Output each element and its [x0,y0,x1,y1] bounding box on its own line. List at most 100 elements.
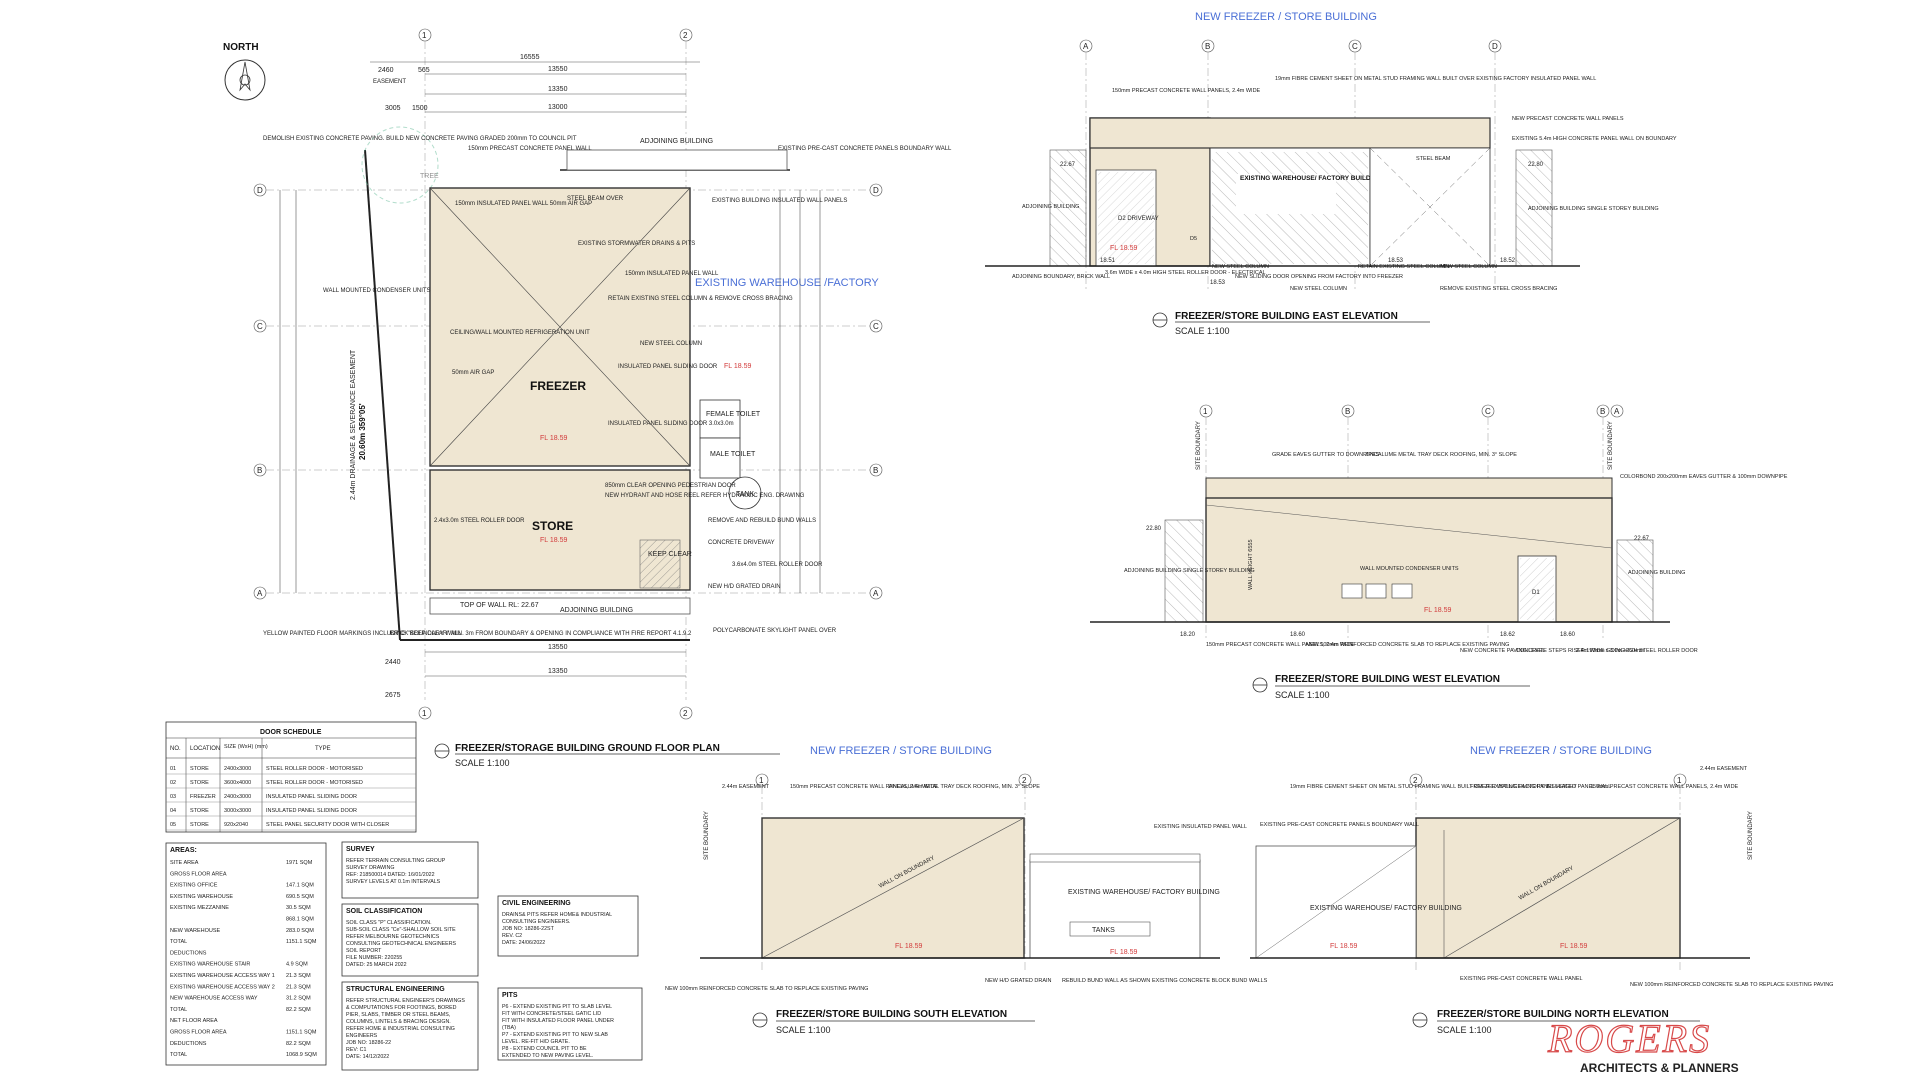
svg-text:D: D [1492,42,1498,51]
svg-text:1: 1 [422,709,427,718]
structural-box: STRUCTURAL ENGINEERING REFER STRUCTURAL … [341,981,479,1071]
svg-text:150mm PRECAST CONCRETE PANEL W: 150mm PRECAST CONCRETE PANEL WALL [468,146,592,152]
svg-text:B: B [873,466,878,475]
svg-text:TANKS: TANKS [1092,927,1115,934]
info-line: REFER MELBOURNE GEOTECHNICS [346,934,440,940]
svg-text:ADJOINING BUILDING SINGLE STOR: ADJOINING BUILDING SINGLE STOREY BUILDIN… [1528,206,1659,212]
svg-text:INSULATED PANEL SLIDING DOOR: INSULATED PANEL SLIDING DOOR [618,364,718,370]
svg-text:EXISTING PRE-CAST CONCRETE PAN: EXISTING PRE-CAST CONCRETE PANELS BOUNDA… [778,146,952,152]
svg-text:NEW 100mm REINFORCED CONCRETE: NEW 100mm REINFORCED CONCRETE SLAB TO RE… [1630,982,1833,988]
info-line: PIER, SLABS, TIMBER OR STEEL BEAMS, [346,1012,450,1018]
info-line: ENGINEERS [346,1033,378,1039]
svg-text:2: 2 [1413,776,1418,785]
svg-text:NEW STEEL COLUMN: NEW STEEL COLUMN [1440,264,1497,270]
svg-text:22.67: 22.67 [1634,536,1650,542]
area-label: TOTAL [170,939,187,945]
door-no: 03 [170,794,176,800]
area-value: 1151.1 SQM [286,939,317,945]
info-line: COLUMNS, LINTELS & BRACING DESIGN. [346,1019,451,1025]
svg-text:D5: D5 [1190,236,1197,242]
svg-text:B: B [1345,407,1350,416]
info-line: CONSULTING GEOTECHNICAL ENGINEERS [346,941,457,947]
info-line: SURVEY DRAWING [346,865,394,871]
area-value: 21.3 SQM [286,973,311,979]
door-no: 02 [170,780,176,786]
svg-text:SCALE 1:100: SCALE 1:100 [1175,326,1230,336]
svg-text:EXISTING BUILDING INSULATED WA: EXISTING BUILDING INSULATED WALL PANELS [712,198,847,204]
door-type: INSULATED PANEL SLIDING DOOR [266,794,357,800]
svg-text:POLYCARBONATE SKYLIGHT PANEL O: POLYCARBONATE SKYLIGHT PANEL OVER [713,628,837,634]
door-type: STEEL ROLLER DOOR - MOTORISED [266,780,363,786]
svg-text:TANK: TANK [736,491,754,498]
info-line: DRAINS& PITS REFER HOME& INDUSTRIAL [502,912,612,918]
area-label: SITE AREA [170,860,199,866]
svg-text:EXISTING WAREHOUSE/ FACTORY BU: EXISTING WAREHOUSE/ FACTORY BUILDING [1068,889,1220,896]
area-label: TOTAL [170,1052,187,1058]
plan-dims-top: 16555 13550 13350 13000 2460 565 1500 30… [370,54,700,113]
svg-text:NEW FREEZER / STORE BUILDING: NEW FREEZER / STORE BUILDING [1470,745,1652,757]
svg-text:PITS: PITS [502,992,518,999]
svg-text:FREEZER/STORE BUILDING WEST EL: FREEZER/STORE BUILDING WEST ELEVATION [1275,674,1500,685]
svg-text:22.80: 22.80 [1146,526,1162,532]
svg-text:SURVEY: SURVEY [346,846,375,853]
svg-text:EXISTING PRE-CAST CONCRETE PAN: EXISTING PRE-CAST CONCRETE PANELS BOUNDA… [1260,822,1419,828]
svg-text:MALE TOILET: MALE TOILET [710,451,756,458]
svg-text:STEEL BEAM: STEEL BEAM [1416,156,1451,162]
survey-box: SURVEY REFER TERRAIN CONSULTING GROUPSUR… [341,841,479,899]
north-point: NORTH [223,42,266,101]
svg-text:DOOR SCHEDULE: DOOR SCHEDULE [260,729,322,736]
info-line: & COMPUTATIONS FOR FOOTINGS, BORED [346,1005,457,1011]
svg-text:EXISTING PRE-CAST CONCRETE WAL: EXISTING PRE-CAST CONCRETE WALL PANEL [1460,976,1583,982]
area-label: TOTAL [170,1007,187,1013]
svg-text:C: C [257,322,263,331]
svg-text:FL 18.59: FL 18.59 [724,363,751,370]
freezer-label: FREEZER [530,379,586,393]
svg-text:NEW CONCRETE PAVING LEVEL: NEW CONCRETE PAVING LEVEL [1460,648,1545,654]
area-label: EXISTING WAREHOUSE ACCESS WAY 1 [170,973,275,979]
svg-text:NEW H/D GRATED DRAIN: NEW H/D GRATED DRAIN [708,584,781,590]
door-schedule: DOOR SCHEDULE NO. LOCATION SIZE (WxH) (m… [165,721,417,833]
svg-text:1500: 1500 [412,105,428,112]
svg-text:13350: 13350 [548,668,568,675]
info-line: REFER STRUCTURAL ENGINEER'S DRAWINGS [346,998,465,1004]
info-line: SUB-SOIL CLASS "Ce"-SHALLOW SOIL SITE [346,927,456,933]
area-label: NEW WAREHOUSE [170,928,221,934]
svg-text:FL 18.59: FL 18.59 [540,537,567,544]
svg-text:SITE BOUNDARY: SITE BOUNDARY [1608,421,1614,470]
svg-text:D2 DRIVEWAY: D2 DRIVEWAY [1118,216,1159,222]
svg-text:FREEZER/STORE BUILDING SOUTH E: FREEZER/STORE BUILDING SOUTH ELEVATION [776,1009,1007,1020]
svg-text:3.6m WIDE x 4.0m HIGH STEEL RO: 3.6m WIDE x 4.0m HIGH STEEL ROLLER DOOR … [1105,270,1266,276]
svg-text:EXISTING WAREHOUSE/ FACTORY BU: EXISTING WAREHOUSE/ FACTORY BUILDING [1240,175,1382,182]
svg-text:1: 1 [422,31,427,40]
svg-text:1: 1 [1203,407,1208,416]
info-line: DATE: 24/06/2022 [502,940,545,946]
svg-text:NEW FREEZER / STORE BUILDING: NEW FREEZER / STORE BUILDING [810,745,992,757]
svg-text:FREEZER WALL/CEILING PANEL HEI: FREEZER WALL/CEILING PANEL HEIGHT [1470,784,1577,790]
svg-text:C: C [873,322,879,331]
svg-text:GRADE EAVES GUTTER TO DOWNPIPE: GRADE EAVES GUTTER TO DOWNPIPES [1272,452,1380,458]
svg-text:18.62: 18.62 [1500,632,1516,638]
svg-text:B: B [257,466,262,475]
info-line: LEVEL. RE-FIT H/D GRATE. [502,1039,570,1045]
svg-text:DEMOLISH EXISTING CONCRETE PAV: DEMOLISH EXISTING CONCRETE PAVING. BUILD… [263,136,577,142]
svg-text:B: B [1205,42,1210,51]
svg-text:FL 18.59: FL 18.59 [1560,943,1587,950]
svg-text:150mm PRECAST CONCRETE WALL PA: 150mm PRECAST CONCRETE WALL PANELS, 2.4m… [1590,784,1739,790]
plan-scale: SCALE 1:100 [455,758,510,768]
svg-text:A: A [257,589,263,598]
svg-text:ZINCALUME METAL TRAY DECK ROOF: ZINCALUME METAL TRAY DECK ROOFING, MIN. … [888,784,1040,790]
svg-text:REMOVE EXISTING STEEL CROSS BR: REMOVE EXISTING STEEL CROSS BRACING [1440,286,1557,292]
svg-text:ADJOINING BUILDING: ADJOINING BUILDING [1628,570,1685,576]
svg-text:NEW H/D GRATED DRAIN: NEW H/D GRATED DRAIN [985,978,1052,984]
store-label: STORE [532,519,573,533]
svg-text:SITE BOUNDARY: SITE BOUNDARY [1748,811,1754,860]
svg-text:SOIL CLASSIFICATION: SOIL CLASSIFICATION [346,908,422,915]
area-label: NEW WAREHOUSE ACCESS WAY [170,996,258,1002]
svg-text:ZINCALUME METAL TRAY DECK ROOF: ZINCALUME METAL TRAY DECK ROOFING, MIN. … [1365,452,1517,458]
svg-text:TREE: TREE [420,173,439,180]
svg-text:CONCRETE DRIVEWAY: CONCRETE DRIVEWAY [708,540,775,546]
floor-plan: 1 2 1 2 D C B A D C B A 165 [253,28,952,768]
svg-text:FL 18.59: FL 18.59 [540,435,567,442]
svg-text:2440: 2440 [385,659,401,666]
